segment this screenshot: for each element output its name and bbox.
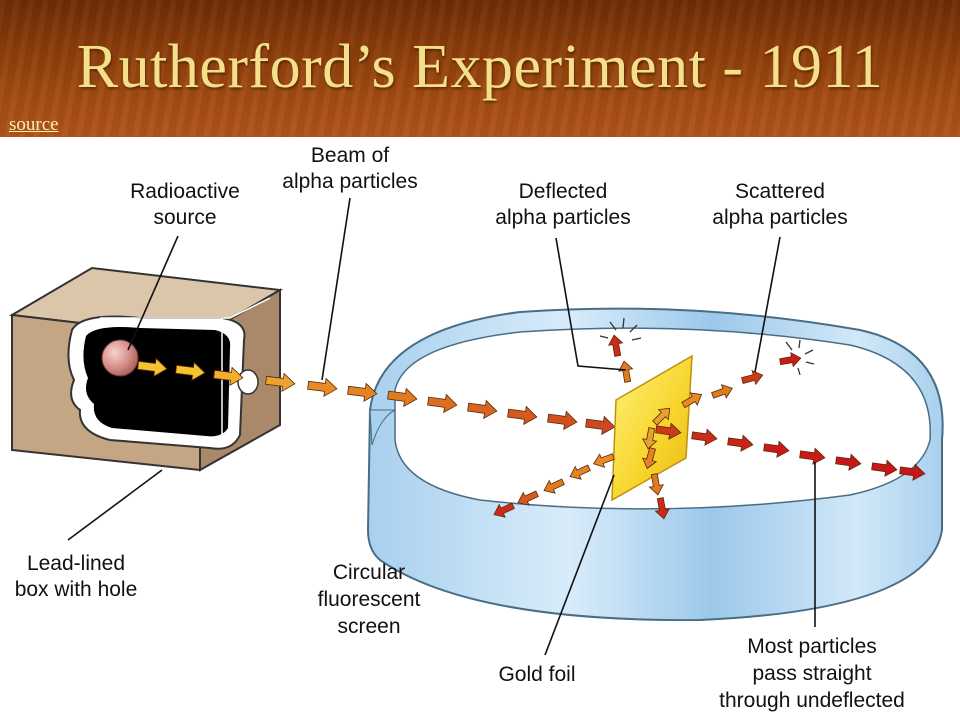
svg-text:alpha particles: alpha particles [712, 206, 847, 229]
svg-text:Beam of: Beam of [311, 144, 389, 167]
svg-text:source: source [153, 206, 216, 229]
flash-icon [785, 339, 815, 376]
label-circular-fluorescent-screen: Circular fluorescent screen [318, 561, 421, 638]
svg-text:screen: screen [337, 615, 400, 638]
svg-text:Deflected: Deflected [519, 180, 608, 203]
beam-arrows [137, 357, 616, 436]
svg-text:Radioactive: Radioactive [130, 180, 240, 203]
label-gold-foil: Gold foil [498, 663, 575, 686]
svg-text:alpha particles: alpha particles [495, 206, 630, 229]
flash-icon [599, 317, 642, 341]
svg-text:Scattered: Scattered [735, 180, 825, 203]
svg-text:fluorescent: fluorescent [318, 588, 421, 611]
label-scattered-alpha-particles: Scattered alpha particles [712, 180, 847, 229]
svg-text:through undeflected: through undeflected [719, 689, 905, 712]
lead-lined-box [8, 266, 284, 472]
svg-text:Circular: Circular [333, 561, 405, 584]
label-deflected-alpha-particles: Deflected alpha particles [495, 180, 630, 229]
label-most-particles: Most particles pass straight through und… [719, 635, 905, 712]
source-link[interactable]: source [9, 114, 59, 135]
title-bar [0, 0, 960, 137]
svg-text:Most particles: Most particles [747, 635, 877, 658]
svg-text:alpha particles: alpha particles [282, 170, 417, 193]
rutherford-diagram: Beam of alpha particles Radioactive sour… [8, 144, 944, 712]
leader-lines [67, 197, 816, 656]
slide-title: Rutherford’s Experiment - 1911 [76, 33, 884, 101]
label-beam-of-alpha-particles: Beam of alpha particles [282, 144, 417, 193]
svg-text:Lead-lined: Lead-lined [27, 552, 125, 575]
svg-text:pass straight: pass straight [752, 662, 871, 685]
radioactive-source-sphere [101, 339, 139, 377]
deflected-arrows [493, 334, 926, 520]
label-lead-lined-box: Lead-lined box with hole [15, 552, 138, 601]
svg-text:box with hole: box with hole [15, 578, 138, 601]
svg-text:Gold foil: Gold foil [498, 663, 575, 686]
label-radioactive-source: Radioactive source [130, 180, 240, 229]
